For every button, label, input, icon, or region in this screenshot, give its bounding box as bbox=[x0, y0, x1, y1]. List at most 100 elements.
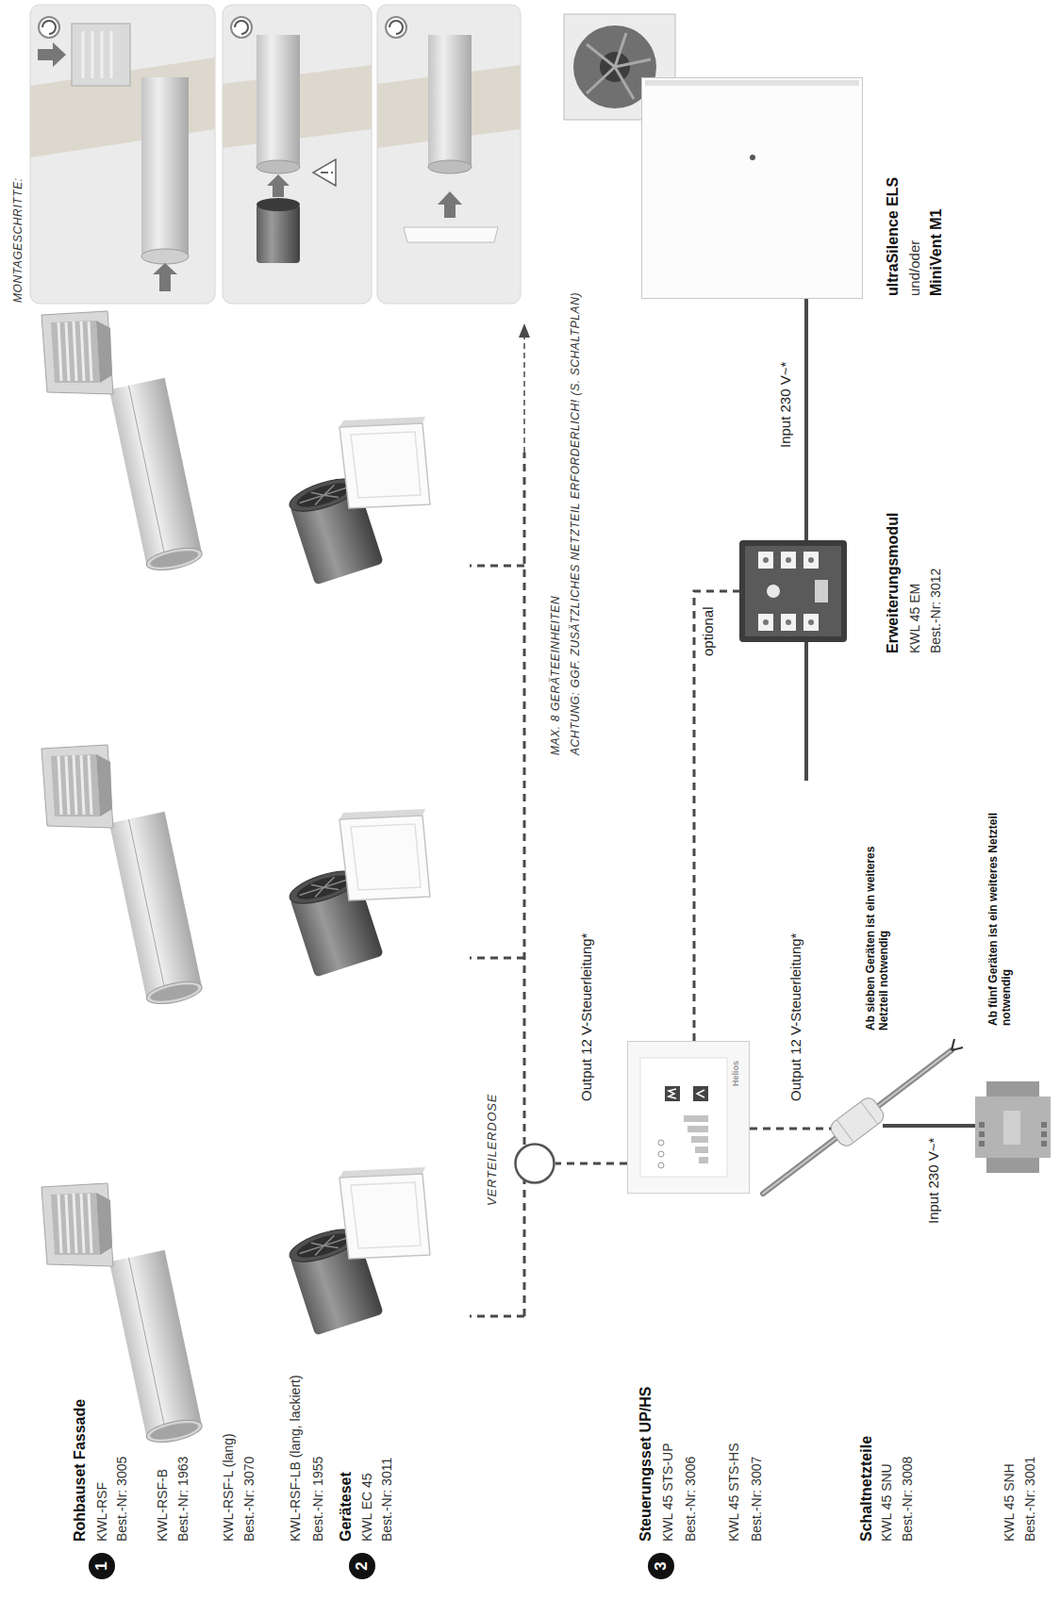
mounting-panels bbox=[256, 160, 300, 174]
mounting-panels bbox=[403, 227, 498, 243]
connector-line bbox=[694, 591, 740, 1042]
part-heading: Geräteset bbox=[336, 1472, 355, 1542]
order-number: Best.-Nr: 3001 bbox=[1022, 1457, 1039, 1542]
fan-device-shape bbox=[641, 77, 863, 299]
mounting-panels bbox=[42, 20, 56, 34]
node-text: Ab fünf Geräten ist ein weiteres Netztei… bbox=[986, 799, 1013, 1027]
order-number: Best.-Nr: 3011 bbox=[379, 1457, 396, 1542]
module-outline bbox=[766, 584, 780, 598]
control-outline bbox=[683, 1115, 709, 1123]
junction-circle-shape bbox=[513, 1142, 556, 1185]
part-heading: Steuerungsset UP/HS bbox=[636, 1387, 655, 1542]
mounting-panels bbox=[377, 4, 521, 304]
control-outline bbox=[640, 1058, 728, 1177]
control-outline bbox=[695, 1146, 709, 1154]
mounting-panels bbox=[100, 31, 104, 79]
part-name: KWL-RSF bbox=[94, 1482, 111, 1542]
facade-sets bbox=[41, 311, 204, 1447]
module-outline bbox=[803, 551, 819, 569]
node-text: VERTEILERDOSE bbox=[484, 1093, 500, 1207]
snu-outline bbox=[836, 1120, 854, 1143]
module-outline bbox=[762, 619, 769, 626]
connector-label: Output 12 V-Steuerleitung* bbox=[787, 930, 805, 1105]
device-set bbox=[285, 809, 431, 978]
mounting-panels bbox=[231, 16, 252, 38]
din-power-supply: Ab fünf Geräten ist ein weiteres Netztei… bbox=[975, 799, 1051, 1174]
part-name: KWL EC 45 bbox=[359, 1473, 376, 1542]
mounting-panels bbox=[266, 174, 290, 198]
mounting-panels bbox=[30, 4, 521, 304]
mounting-panels bbox=[256, 34, 300, 167]
circle-outline bbox=[515, 1144, 555, 1184]
mounting-panels bbox=[256, 204, 300, 264]
node-text: Helios bbox=[730, 1060, 742, 1087]
square-outline bbox=[749, 154, 756, 161]
snh-outline bbox=[978, 1131, 985, 1138]
part-name: KWL-RSF-LB (lang, lackiert) bbox=[287, 1374, 304, 1542]
callout-number: 3 bbox=[647, 1553, 675, 1580]
order-number: Best.-Nr: 3005 bbox=[114, 1457, 131, 1542]
node-text: Best.-Nr: 3012 bbox=[927, 568, 945, 654]
snh-outline bbox=[978, 1122, 985, 1128]
node-text: Erweiterungsmodul bbox=[883, 513, 902, 654]
control-outline bbox=[668, 1089, 677, 1099]
module-outline bbox=[762, 557, 769, 564]
callout-number: 1 bbox=[88, 1553, 116, 1580]
module-outline bbox=[780, 613, 796, 631]
fan-unit bbox=[586, 33, 651, 100]
device-sets bbox=[285, 416, 431, 1337]
control-outline bbox=[658, 1151, 664, 1158]
mounting-panels bbox=[82, 31, 85, 79]
mounting-panels bbox=[222, 4, 372, 304]
control-bus bbox=[469, 564, 525, 568]
snh-outline bbox=[1041, 1141, 1047, 1147]
snu-outline bbox=[828, 1094, 888, 1150]
warning-note: ACHTUNG: GGF. ZUSÄTZLICHES NETZTEIL ERFO… bbox=[568, 292, 583, 756]
node-text: KWL 45 EM bbox=[907, 583, 924, 654]
node-text: ultraSilence ELS bbox=[883, 177, 902, 297]
control-bus bbox=[523, 336, 526, 453]
part-heading: Rohbauset Fassade bbox=[70, 1399, 89, 1542]
snh-outline bbox=[1041, 1131, 1047, 1138]
control-bus bbox=[469, 1315, 525, 1319]
module-outline bbox=[814, 579, 829, 603]
control-outline bbox=[696, 1090, 705, 1098]
control-outline bbox=[698, 1157, 709, 1164]
part-name: KWL 45 SNH bbox=[1001, 1463, 1018, 1542]
device-set bbox=[285, 1167, 431, 1337]
module-outline bbox=[739, 540, 847, 643]
fan-device: ultraSilence ELSund/oderMiniVent M1 bbox=[641, 77, 945, 299]
mounting-panels bbox=[37, 42, 67, 67]
module-outline bbox=[808, 557, 814, 564]
mounting-panels bbox=[110, 31, 114, 79]
mounting-panels bbox=[38, 16, 60, 38]
module-outline bbox=[745, 546, 842, 637]
part-name: KWL 45 SNU bbox=[878, 1463, 895, 1542]
snh-outline bbox=[1003, 1110, 1021, 1145]
mounting-panels bbox=[437, 191, 463, 218]
device-set bbox=[285, 416, 431, 586]
connector-line bbox=[882, 1124, 976, 1128]
section-heading: MONTAGESCHRITTE: bbox=[11, 177, 26, 303]
supply-wire bbox=[804, 641, 809, 781]
square-outline bbox=[645, 80, 860, 86]
power-adapter-shape bbox=[831, 1096, 883, 1148]
connector-label: optional bbox=[699, 603, 717, 660]
square-outline bbox=[641, 77, 863, 299]
snu-outline bbox=[828, 1094, 888, 1150]
node-text: Ab sieben Geräten ist ein weiteres Netzt… bbox=[863, 804, 891, 1031]
order-number: Best.-Nr: 3006 bbox=[682, 1457, 699, 1542]
control-outline bbox=[658, 1140, 664, 1146]
part-name: KWL 45 STS-UP bbox=[660, 1442, 677, 1542]
mounting-panels bbox=[141, 248, 189, 265]
circle-outline bbox=[513, 1142, 556, 1185]
connector-line bbox=[749, 1127, 832, 1131]
control-outline bbox=[628, 1042, 750, 1194]
junction-circle: VERTEILERDOSE bbox=[484, 1093, 556, 1207]
control-outline bbox=[658, 1162, 664, 1169]
mounting-panels bbox=[320, 171, 329, 174]
part-name: KWL 45 STS-HS bbox=[726, 1442, 743, 1542]
